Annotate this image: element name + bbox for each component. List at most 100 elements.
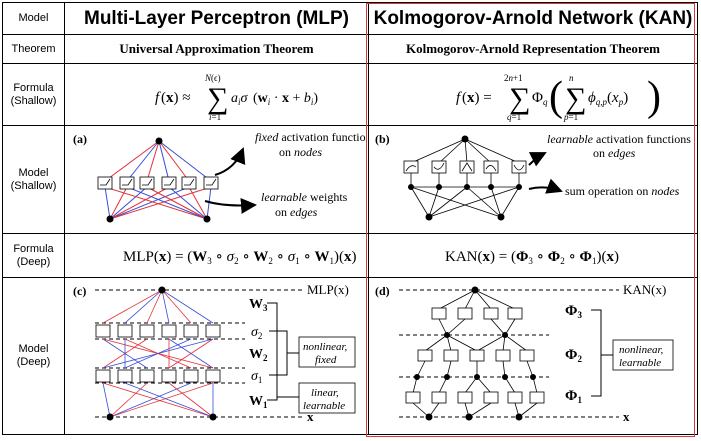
layer-label-w2: W2 <box>249 347 268 363</box>
svg-text:aiσ: aiσ <box>231 91 249 107</box>
kan-shallow-edges <box>410 138 520 217</box>
row-label-model-deep: Model (Deep) <box>2 277 65 435</box>
svg-text:): ) <box>647 74 661 120</box>
model-deep-row: Model (Deep) (c) <box>2 277 698 435</box>
kan-formula-shallow: f (x) = ∑ 2n+1 q=1 Φq ( ∑ n p=1 ϕq,p(xp)… <box>368 63 698 126</box>
input-node <box>209 413 217 420</box>
kan-deep-diagram: (d) <box>375 282 674 424</box>
mlp-shallow-model: (a) <box>64 125 369 234</box>
kan-deep-formula-svg: KAN(x) = (Φ3 ∘ Φ2 ∘ Φ1)(x) <box>445 249 619 266</box>
row-label-line: (Deep) <box>16 255 51 268</box>
mlp-formula-deep: MLP(x) = (W3 ∘ σ2 ∘ W2 ∘ σ1 ∘ W1)(x) <box>64 233 369 278</box>
mlp-formula-shallow: f (x) ≈ ∑ N(ϵ) i=1 aiσ (wi · x + bi) <box>64 63 369 126</box>
mlp-theorem: Universal Approximation Theorem <box>64 34 369 64</box>
sum-annotation-arrow <box>528 178 563 194</box>
sum-node <box>464 183 470 190</box>
row-label-theorem: Theorem <box>2 34 65 64</box>
row-label-model: Model <box>2 2 65 35</box>
mlp-nonlinear-box <box>298 336 356 367</box>
header-row: Model Multi-Layer Perceptron (MLP) Kolmo… <box>2 2 698 35</box>
input-node <box>106 215 114 222</box>
kan-shallow-diagram: (b) <box>375 132 691 220</box>
svg-text:∑: ∑ <box>509 82 530 115</box>
layer-label-sigma1: σ1 <box>251 369 262 385</box>
kan-learnable-annotation-line2: on edges <box>593 146 636 160</box>
panel-label-a: (a) <box>73 132 87 146</box>
kan-title: Kolmogorov-Arnold Network (KAN) <box>368 2 698 35</box>
sum-node <box>488 183 494 190</box>
svg-text:f: f <box>456 90 462 106</box>
mlp-fixed-text: fixed <box>315 354 337 366</box>
layer-label-w1: W1 <box>249 394 268 410</box>
svg-text:n: n <box>569 73 574 83</box>
layer-label-w3: W3 <box>249 297 268 313</box>
layer-label-phi1: Φ1 <box>565 388 582 405</box>
row-label-line: (Shallow) <box>10 179 57 192</box>
mlp-deep-input-label: x <box>307 409 314 424</box>
kan-deep-bracket <box>591 309 613 396</box>
sum-node <box>516 183 522 190</box>
mlp-nonlinear-text: nonlinear, <box>303 341 348 353</box>
panel-label-c: (c) <box>73 284 86 298</box>
mlp-fixed-annotation-line2: on nodes <box>279 145 322 159</box>
row-label-model-shallow: Model (Shallow) <box>2 125 65 234</box>
mlp-deep-diagram: (c) <box>73 282 356 424</box>
mlp-learnable-text: learnable <box>303 400 345 412</box>
input-node <box>425 213 433 220</box>
mlp-learnable-annotation-line2: on edges <box>275 205 318 219</box>
kan-deep-model: (d) <box>368 277 698 435</box>
fixed-annotation-arrow <box>214 146 246 176</box>
row-label-line: Model <box>18 166 49 179</box>
comparison-table: Model Multi-Layer Perceptron (MLP) Kolmo… <box>2 2 698 435</box>
svg-text:∑: ∑ <box>565 82 586 115</box>
row-label-line: Formula <box>13 242 54 255</box>
kan-deep-nodes <box>414 286 536 420</box>
svg-text:MLP(x) = (W3 ∘ σ2 ∘ W2 ∘ σ1 ∘: MLP(x) = (W3 ∘ σ2 ∘ W2 ∘ σ1 ∘ W1)(x) <box>123 249 357 266</box>
mlp-linear-text: linear, <box>311 387 339 399</box>
svg-text:N(ϵ): N(ϵ) <box>204 73 221 83</box>
mlp-learnable-annotation: learnable weights <box>261 190 348 204</box>
input-node <box>497 213 505 220</box>
kan-deep-level-lines <box>399 289 619 417</box>
row-label-line: (Deep) <box>16 356 51 368</box>
svg-text:p=1: p=1 <box>563 112 578 122</box>
output-node <box>158 286 166 293</box>
svg-text:(wi · x + bi): (wi · x + bi) <box>253 91 318 107</box>
learnable-annotation-arrow <box>528 151 547 166</box>
layer-label-sigma2: σ2 <box>251 325 262 341</box>
sum-node <box>408 183 414 190</box>
svg-text:i=1: i=1 <box>209 112 221 122</box>
kan-nonlinear-box <box>612 339 674 370</box>
mlp-deep-activation-boxes <box>95 324 221 382</box>
mlp-shallow-diagram: (a) <box>73 130 367 222</box>
mlp-deep-edges <box>102 289 214 417</box>
kan-shallow-activation-boxes <box>403 160 527 173</box>
row-label-line: Model <box>18 343 49 355</box>
mlp-fixed-annotation: fixed activation functions <box>255 130 367 144</box>
svg-text:(: ( <box>549 74 563 120</box>
svg-text:q=1: q=1 <box>507 112 521 122</box>
mlp-deep-model: (c) <box>64 277 369 435</box>
learnable-annotation-arrow <box>204 197 257 214</box>
svg-text:KAN(x) = (Φ3 ∘ Φ2 ∘ Φ1)(x): KAN(x) = (Φ3 ∘ Φ2 ∘ Φ1)(x) <box>445 249 619 266</box>
kan-formula-deep: KAN(x) = (Φ3 ∘ Φ2 ∘ Φ1)(x) <box>368 233 698 278</box>
svg-text:(x) =: (x) = <box>462 90 492 106</box>
output-node <box>155 137 163 144</box>
kan-learnable-text: learnable <box>619 357 661 369</box>
row-label-formula-shallow: Formula (Shallow) <box>2 63 65 126</box>
model-shallow-row: Model (Shallow) (a) <box>2 125 698 234</box>
input-node <box>106 413 114 420</box>
layer-label-phi2: Φ2 <box>565 347 582 364</box>
kan-deep-output-label: KAN(x) <box>623 282 666 297</box>
kan-shallow-formula-svg: f (x) = ∑ 2n+1 q=1 Φq ( ∑ n p=1 ϕq,p(xp)… <box>456 73 661 122</box>
mlp-shallow-edges <box>104 140 212 219</box>
sum-node <box>436 183 442 190</box>
mlp-deep-formula-svg: MLP(x) = (W3 ∘ σ2 ∘ W2 ∘ σ1 ∘ W1)(x) <box>123 249 357 266</box>
kan-sum-annotation: sum operation on nodes <box>565 184 680 198</box>
svg-text:∑: ∑ <box>207 82 228 115</box>
kan-deep-input-label: x <box>623 409 630 424</box>
mlp-shallow-formula-svg: f (x) ≈ ∑ N(ϵ) i=1 aiσ (wi · x + bi) <box>155 73 318 122</box>
kan-deep-edges <box>412 289 538 417</box>
mlp-shallow-activation-boxes <box>97 176 219 189</box>
input-node <box>203 215 211 222</box>
